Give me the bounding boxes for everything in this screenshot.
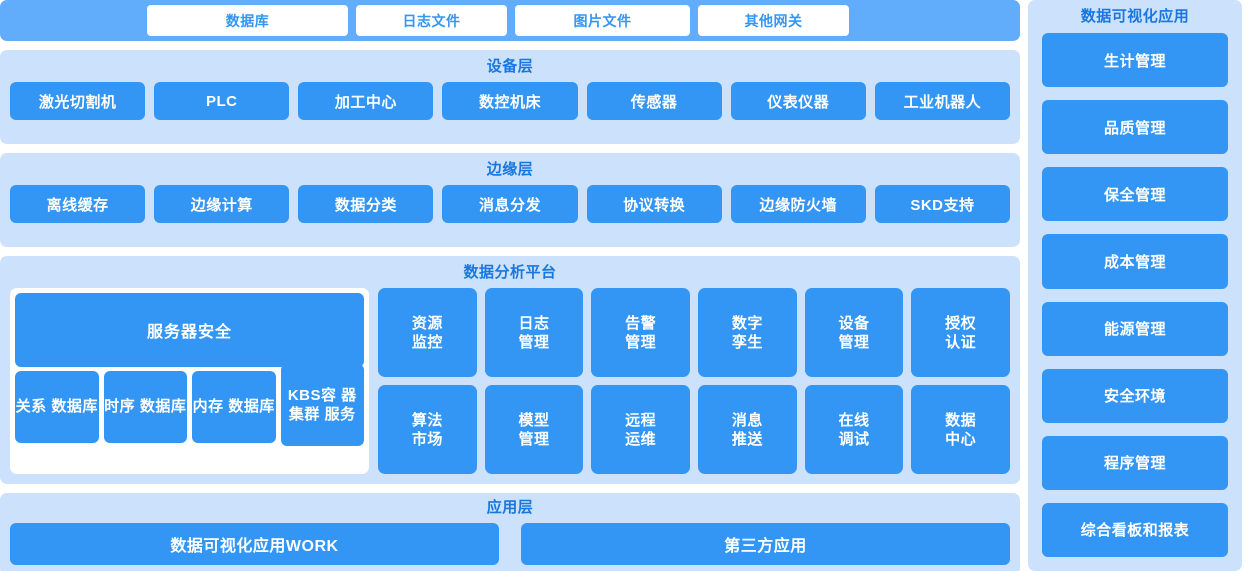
edge-item-edge-firewall[interactable]: 边缘防火墙 bbox=[730, 185, 866, 223]
app-item-data-visualization-work[interactable]: 数据可视化应用WORK bbox=[10, 523, 499, 565]
database-row: 关系 数据库 时序 数据库 内存 数据库 KBS容 器集群 服务 bbox=[15, 364, 364, 469]
edge-item-data-classification[interactable]: 数据分类 bbox=[298, 185, 434, 223]
platform-module-grid: 资源 监控 日志 管理 告警 管理 数字 孪生 设备 管理 授权 认证 算法 市… bbox=[378, 288, 1010, 474]
module-message-push[interactable]: 消息 推送 bbox=[697, 385, 797, 474]
db-relational[interactable]: 关系 数据库 bbox=[15, 371, 99, 443]
module-device-management[interactable]: 设备 管理 bbox=[804, 288, 904, 377]
visualization-sidebar: 数据可视化应用 生计管理 品质管理 保全管理 成本管理 能源管理 安全环境 程序… bbox=[1028, 0, 1242, 571]
module-online-debug[interactable]: 在线 调试 bbox=[804, 385, 904, 474]
gateway-band: 数据库 日志文件 图片文件 其他网关 bbox=[0, 0, 1020, 41]
edge-layer-title: 边缘层 bbox=[486, 161, 534, 178]
sidebar-title: 数据可视化应用 bbox=[1080, 8, 1190, 25]
device-item-sensor[interactable]: 传感器 bbox=[586, 82, 722, 120]
device-item-laser-cutter[interactable]: 激光切割机 bbox=[10, 82, 146, 120]
module-data-center[interactable]: 数据 中心 bbox=[911, 385, 1010, 474]
application-layer-panel: 应用层 数据可视化应用WORK 第三方应用 bbox=[0, 493, 1020, 571]
module-digital-twin[interactable]: 数字 孪生 bbox=[697, 288, 797, 377]
gateway-button-image-file[interactable]: 图片文件 bbox=[515, 5, 690, 36]
edge-item-edge-computing[interactable]: 边缘计算 bbox=[154, 185, 290, 223]
application-layer-row: 数据可视化应用WORK 第三方应用 bbox=[10, 523, 1010, 565]
gateway-button-other-gateway[interactable]: 其他网关 bbox=[698, 5, 849, 36]
data-analysis-platform-panel: 数据分析平台 服务器安全 关系 数据库 时序 数据库 内存 数据库 KBS容 器… bbox=[0, 256, 1020, 484]
db-timeseries[interactable]: 时序 数据库 bbox=[103, 371, 187, 443]
sidebar-item-program-management[interactable]: 程序管理 bbox=[1042, 435, 1228, 490]
sidebar-item-energy-management[interactable]: 能源管理 bbox=[1042, 301, 1228, 356]
server-security-box[interactable]: 服务器安全 bbox=[15, 293, 364, 367]
device-layer-title: 设备层 bbox=[486, 58, 534, 75]
db-kbs-container-cluster[interactable]: KBS容 器集群 服务 bbox=[280, 364, 364, 446]
sidebar-item-livelihood-management[interactable]: 生计管理 bbox=[1042, 33, 1228, 88]
db-in-memory[interactable]: 内存 数据库 bbox=[192, 371, 276, 443]
edge-item-offline-cache[interactable]: 离线缓存 bbox=[10, 185, 146, 223]
platform-title: 数据分析平台 bbox=[463, 264, 557, 281]
module-log-management[interactable]: 日志 管理 bbox=[484, 288, 584, 377]
device-item-machining-center[interactable]: 加工中心 bbox=[298, 82, 434, 120]
sidebar-item-cost-management[interactable]: 成本管理 bbox=[1042, 234, 1228, 289]
sidebar-item-safety-environment[interactable]: 安全环境 bbox=[1042, 368, 1228, 423]
edge-item-protocol-conversion[interactable]: 协议转换 bbox=[586, 185, 722, 223]
layers-column: 数据库 日志文件 图片文件 其他网关 设备层 激光切割机 PLC 加工中心 数控… bbox=[0, 0, 1020, 571]
sidebar-list: 生计管理 品质管理 保全管理 成本管理 能源管理 安全环境 程序管理 综合看板和… bbox=[1042, 33, 1228, 561]
gateway-button-log-file[interactable]: 日志文件 bbox=[356, 5, 507, 36]
gateway-button-database[interactable]: 数据库 bbox=[147, 5, 348, 36]
device-item-cnc-machine[interactable]: 数控机床 bbox=[442, 82, 578, 120]
edge-layer-panel: 边缘层 离线缓存 边缘计算 数据分类 消息分发 协议转换 边缘防火墙 SKD支持 bbox=[0, 153, 1020, 247]
device-item-instrument[interactable]: 仪表仪器 bbox=[730, 82, 866, 120]
device-item-plc[interactable]: PLC bbox=[154, 82, 290, 120]
application-layer-title: 应用层 bbox=[486, 499, 534, 516]
module-model-management[interactable]: 模型 管理 bbox=[484, 385, 584, 474]
device-layer-row: 激光切割机 PLC 加工中心 数控机床 传感器 仪表仪器 工业机器人 bbox=[10, 82, 1010, 120]
edge-item-skd-support[interactable]: SKD支持 bbox=[874, 185, 1010, 223]
module-alarm-management[interactable]: 告警 管理 bbox=[591, 288, 690, 377]
module-resource-monitoring[interactable]: 资源 监控 bbox=[378, 288, 477, 377]
device-item-industrial-robot[interactable]: 工业机器人 bbox=[874, 82, 1010, 120]
edge-item-message-distribution[interactable]: 消息分发 bbox=[442, 185, 578, 223]
app-item-third-party[interactable]: 第三方应用 bbox=[521, 523, 1010, 565]
sidebar-item-quality-management[interactable]: 品质管理 bbox=[1042, 100, 1228, 155]
device-layer-panel: 设备层 激光切割机 PLC 加工中心 数控机床 传感器 仪表仪器 工业机器人 bbox=[0, 50, 1020, 144]
module-authorization-authentication[interactable]: 授权 认证 bbox=[911, 288, 1010, 377]
sidebar-item-dashboard-reports[interactable]: 综合看板和报表 bbox=[1042, 502, 1228, 557]
sidebar-item-maintenance-management[interactable]: 保全管理 bbox=[1042, 167, 1228, 222]
server-security-card: 服务器安全 关系 数据库 时序 数据库 内存 数据库 KBS容 器集群 服务 bbox=[10, 288, 369, 474]
edge-layer-row: 离线缓存 边缘计算 数据分类 消息分发 协议转换 边缘防火墙 SKD支持 bbox=[10, 185, 1010, 223]
platform-body: 服务器安全 关系 数据库 时序 数据库 内存 数据库 KBS容 器集群 服务 资… bbox=[10, 288, 1010, 474]
module-remote-ops[interactable]: 远程 运维 bbox=[591, 385, 690, 474]
module-algorithm-market[interactable]: 算法 市场 bbox=[378, 385, 477, 474]
